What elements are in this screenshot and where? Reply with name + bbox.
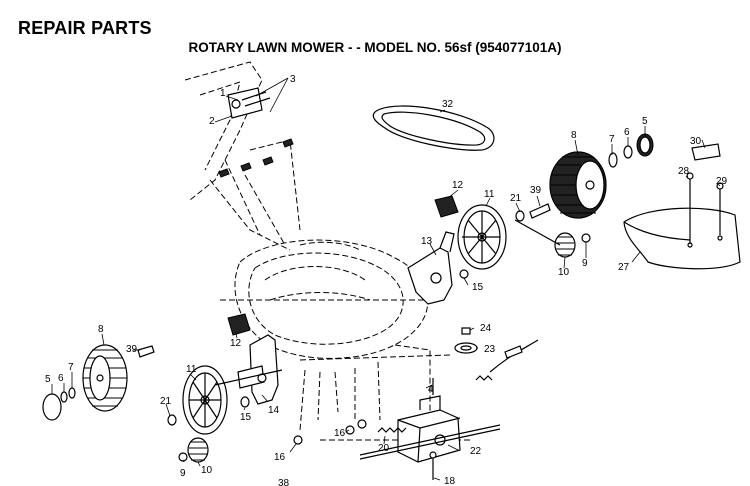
rear-wheel-left <box>82 344 128 412</box>
pivot-bracket-left <box>214 334 283 408</box>
drive-belt <box>372 105 495 151</box>
nuts <box>293 419 367 445</box>
callout-14: 14 <box>268 405 280 416</box>
callout-6-left: 6 <box>58 373 64 384</box>
callout-7-left: 7 <box>68 362 74 373</box>
callout-11-right: 11 <box>484 189 495 200</box>
handle-assembly <box>184 61 301 251</box>
callout-12-right: 12 <box>452 180 464 191</box>
callout-16-a: 16 <box>334 428 346 439</box>
callout-29: 29 <box>716 176 728 187</box>
callout-labels: 1 2 3 32 8 7 6 5 30 28 29 12 11 21 39 13… <box>45 74 728 486</box>
callout-20: 20 <box>378 443 390 454</box>
callout-13: 13 <box>421 236 433 247</box>
callout-28: 28 <box>678 166 690 177</box>
callout-39-left: 39 <box>126 344 138 355</box>
axle-hardware-right <box>514 203 561 246</box>
callout-10-left: 10 <box>201 465 213 476</box>
rear-shield <box>623 207 741 270</box>
callout-38: 38 <box>278 478 290 486</box>
drive-gear-right <box>457 204 507 270</box>
page-title: REPAIR PARTS <box>18 18 152 38</box>
callout-23: 23 <box>484 344 496 355</box>
callout-10-right: 10 <box>558 267 570 278</box>
right-wheel-hardware <box>608 133 654 168</box>
callout-4: 4 <box>428 384 434 395</box>
callout-5-right: 5 <box>642 116 648 127</box>
callout-21-left: 21 <box>160 396 172 407</box>
callout-32: 32 <box>442 99 454 110</box>
mower-deck <box>220 239 470 441</box>
drive-gear-left <box>182 365 228 435</box>
callout-18: 18 <box>444 476 456 486</box>
leader-lines <box>51 77 721 481</box>
callout-15-right: 15 <box>472 282 484 293</box>
transmission <box>359 395 501 463</box>
callout-39-right: 39 <box>530 185 542 196</box>
rubber-pad-right <box>434 195 459 218</box>
callout-7-right: 7 <box>609 134 615 145</box>
callout-8-right: 8 <box>571 130 577 141</box>
callout-12-left: 12 <box>230 338 242 349</box>
rear-wheel-right <box>549 151 607 219</box>
callout-30: 30 <box>690 136 702 147</box>
callout-9-right: 9 <box>582 258 588 269</box>
small-pinion-right <box>554 232 591 258</box>
callout-24: 24 <box>480 323 492 334</box>
callout-1: 1 <box>220 88 226 99</box>
pulley-and-hardware <box>429 327 478 480</box>
callout-16-b: 16 <box>274 452 286 463</box>
callout-6-right: 6 <box>624 127 630 138</box>
callout-22: 22 <box>470 446 482 457</box>
callout-2: 2 <box>209 116 215 127</box>
callout-15-left: 15 <box>240 412 252 423</box>
rubber-pad-left <box>227 313 251 336</box>
callout-5-left: 5 <box>45 374 51 385</box>
callout-9-left: 9 <box>180 468 186 479</box>
page-subtitle: ROTARY LAWN MOWER - - MODEL NO. 56sf (95… <box>188 40 562 55</box>
callout-11-left: 11 <box>186 364 197 375</box>
callout-21-right: 21 <box>510 193 522 204</box>
callout-3: 3 <box>290 74 296 85</box>
spring-and-cable <box>377 339 539 433</box>
small-pinion-left <box>167 414 209 463</box>
callout-27: 27 <box>618 262 630 273</box>
callout-8-left: 8 <box>98 324 104 335</box>
